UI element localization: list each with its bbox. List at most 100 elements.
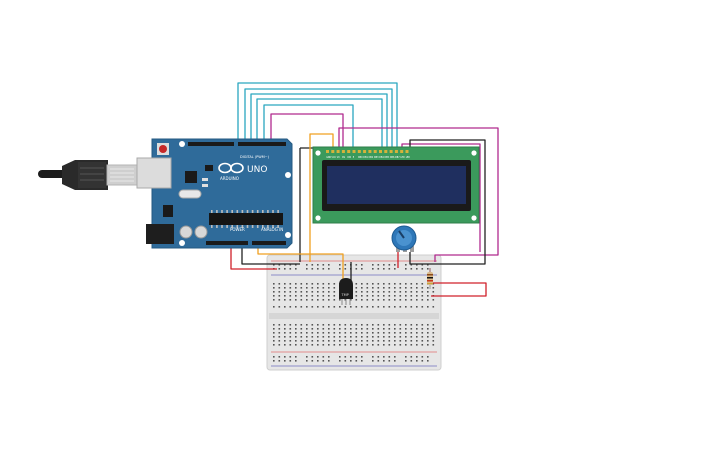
breadboard-hole[interactable]: [405, 306, 407, 308]
breadboard-hole[interactable]: [339, 264, 341, 266]
breadboard-hole[interactable]: [273, 336, 275, 338]
breadboard-hole[interactable]: [372, 344, 374, 346]
breadboard-hole[interactable]: [278, 328, 281, 330]
breadboard-hole[interactable]: [372, 324, 374, 326]
breadboard-hole[interactable]: [339, 336, 341, 338]
breadboard-hole[interactable]: [383, 268, 385, 270]
breadboard-hole[interactable]: [366, 332, 369, 334]
breadboard-hole[interactable]: [295, 291, 297, 293]
breadboard-hole[interactable]: [410, 336, 413, 338]
breadboard-hole[interactable]: [399, 295, 402, 297]
breadboard-hole[interactable]: [372, 291, 374, 293]
breadboard-hole[interactable]: [328, 360, 330, 362]
breadboard-hole[interactable]: [388, 306, 391, 308]
breadboard-hole[interactable]: [322, 306, 325, 308]
breadboard-hole[interactable]: [361, 264, 363, 266]
lcd-pin[interactable]: [347, 150, 351, 153]
breadboard-hole[interactable]: [339, 356, 341, 358]
breadboard-hole[interactable]: [322, 332, 325, 334]
breadboard-hole[interactable]: [355, 332, 358, 334]
breadboard-hole[interactable]: [416, 328, 418, 330]
breadboard-hole[interactable]: [350, 340, 352, 342]
breadboard-hole[interactable]: [421, 336, 424, 338]
breadboard-hole[interactable]: [273, 299, 275, 301]
breadboard-hole[interactable]: [421, 356, 424, 358]
breadboard-hole[interactable]: [355, 340, 358, 342]
breadboard-hole[interactable]: [388, 336, 391, 338]
breadboard-hole[interactable]: [366, 340, 369, 342]
breadboard-hole[interactable]: [328, 336, 330, 338]
breadboard-hole[interactable]: [300, 332, 303, 334]
lcd-pin[interactable]: [357, 150, 361, 153]
breadboard-hole[interactable]: [388, 268, 391, 270]
breadboard-hole[interactable]: [344, 264, 347, 266]
breadboard-hole[interactable]: [355, 344, 358, 346]
breadboard-hole[interactable]: [278, 340, 281, 342]
breadboard-hole[interactable]: [344, 332, 347, 334]
breadboard-hole[interactable]: [317, 268, 319, 270]
breadboard-hole[interactable]: [388, 287, 391, 289]
breadboard-hole[interactable]: [284, 340, 286, 342]
breadboard-hole[interactable]: [421, 332, 424, 334]
breadboard-hole[interactable]: [355, 324, 358, 326]
breadboard-hole[interactable]: [289, 283, 292, 285]
breadboard-hole[interactable]: [295, 328, 297, 330]
breadboard-hole[interactable]: [394, 324, 396, 326]
breadboard-hole[interactable]: [311, 332, 314, 334]
breadboard-hole[interactable]: [322, 328, 325, 330]
breadboard-hole[interactable]: [339, 332, 341, 334]
breadboard-hole[interactable]: [311, 324, 314, 326]
breadboard-hole[interactable]: [273, 356, 275, 358]
resistor[interactable]: [427, 268, 433, 289]
breadboard-hole[interactable]: [388, 344, 391, 346]
breadboard-hole[interactable]: [339, 306, 341, 308]
breadboard-hole[interactable]: [432, 291, 435, 293]
breadboard-hole[interactable]: [311, 340, 314, 342]
breadboard-hole[interactable]: [366, 291, 369, 293]
breadboard-hole[interactable]: [394, 306, 396, 308]
breadboard-hole[interactable]: [317, 287, 319, 289]
breadboard-hole[interactable]: [405, 268, 407, 270]
breadboard-hole[interactable]: [333, 344, 336, 346]
breadboard-hole[interactable]: [278, 299, 281, 301]
breadboard-hole[interactable]: [410, 324, 413, 326]
breadboard-hole[interactable]: [278, 306, 281, 308]
breadboard-hole[interactable]: [295, 295, 297, 297]
breadboard-hole[interactable]: [344, 356, 347, 358]
breadboard-hole[interactable]: [383, 299, 385, 301]
breadboard-hole[interactable]: [388, 340, 391, 342]
breadboard-hole[interactable]: [317, 360, 319, 362]
breadboard-hole[interactable]: [328, 324, 330, 326]
breadboard[interactable]: [266, 254, 442, 371]
breadboard-hole[interactable]: [333, 336, 336, 338]
breadboard-hole[interactable]: [328, 299, 330, 301]
breadboard-hole[interactable]: [300, 295, 303, 297]
breadboard-hole[interactable]: [366, 283, 369, 285]
breadboard-hole[interactable]: [278, 356, 281, 358]
breadboard-hole[interactable]: [322, 360, 325, 362]
breadboard-hole[interactable]: [278, 283, 281, 285]
breadboard-hole[interactable]: [300, 344, 303, 346]
breadboard-hole[interactable]: [355, 356, 358, 358]
breadboard-hole[interactable]: [383, 283, 385, 285]
breadboard-hole[interactable]: [355, 268, 358, 270]
breadboard-hole[interactable]: [284, 356, 286, 358]
breadboard-hole[interactable]: [410, 344, 413, 346]
breadboard-hole[interactable]: [273, 283, 275, 285]
breadboard-hole[interactable]: [306, 295, 308, 297]
breadboard-hole[interactable]: [306, 328, 308, 330]
breadboard-hole[interactable]: [421, 283, 424, 285]
breadboard-hole[interactable]: [388, 332, 391, 334]
breadboard-hole[interactable]: [328, 264, 330, 266]
breadboard-hole[interactable]: [273, 295, 275, 297]
breadboard-hole[interactable]: [383, 340, 385, 342]
breadboard-hole[interactable]: [289, 291, 292, 293]
breadboard-hole[interactable]: [311, 336, 314, 338]
breadboard-hole[interactable]: [366, 306, 369, 308]
breadboard-hole[interactable]: [361, 344, 363, 346]
lcd-pin[interactable]: [363, 150, 367, 153]
breadboard-hole[interactable]: [405, 295, 407, 297]
breadboard-hole[interactable]: [394, 328, 396, 330]
breadboard-hole[interactable]: [273, 264, 275, 266]
breadboard-hole[interactable]: [344, 340, 347, 342]
